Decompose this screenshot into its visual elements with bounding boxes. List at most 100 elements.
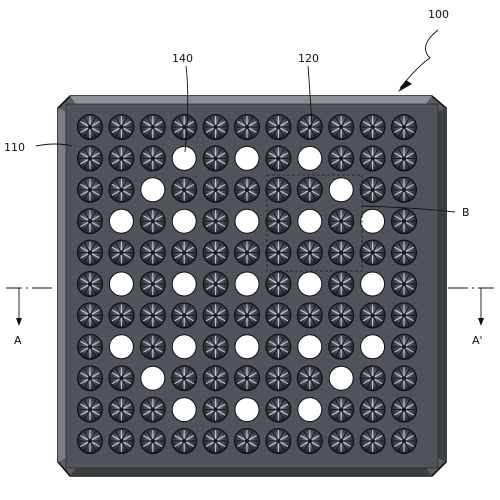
label-b: B <box>462 206 470 219</box>
opening-cell <box>171 208 197 234</box>
contact-pad <box>265 302 292 329</box>
contact-pad <box>139 396 166 423</box>
contact-pad <box>328 208 355 235</box>
contact-pad <box>359 114 386 140</box>
label-a-prime: A' <box>472 334 483 347</box>
opening-cell <box>140 365 166 391</box>
arrow-a-left <box>16 318 22 326</box>
opening-cell <box>234 334 260 360</box>
contact-pad <box>108 302 135 329</box>
contact-pad <box>328 302 355 329</box>
contact-pad <box>139 114 166 140</box>
opening-cell <box>171 397 197 423</box>
contact-pad <box>234 114 260 140</box>
contact-pad <box>391 145 417 172</box>
contact-pad <box>234 302 260 329</box>
contact-pad <box>139 239 166 266</box>
contact-pad <box>328 396 355 423</box>
contact-pad <box>171 114 198 140</box>
opening-cell <box>360 334 386 360</box>
contact-pad <box>108 114 135 140</box>
opening-cell <box>171 145 197 171</box>
opening-cell <box>297 271 323 297</box>
contact-pad <box>108 365 135 392</box>
contact-pad <box>77 396 103 423</box>
contact-pad <box>202 333 229 360</box>
contact-pad <box>391 239 417 266</box>
contact-pad <box>296 302 323 329</box>
contact-pad <box>234 428 260 454</box>
contact-pad <box>265 239 292 266</box>
contact-pad <box>359 365 386 392</box>
contact-pad <box>108 428 135 454</box>
contact-pad <box>77 239 103 266</box>
contact-pad <box>202 145 229 172</box>
contact-pad <box>139 271 166 297</box>
contact-pad <box>328 145 355 172</box>
opening-cell <box>234 271 260 297</box>
contact-pad <box>234 239 260 266</box>
contact-pad <box>234 365 260 392</box>
contact-pad <box>77 114 103 140</box>
contact-pad <box>328 271 355 297</box>
contact-pad <box>202 302 229 329</box>
opening-cell <box>328 177 354 203</box>
contact-pad <box>296 428 323 454</box>
contact-pad <box>296 239 323 266</box>
contact-pad <box>265 396 292 423</box>
contact-pad <box>77 176 103 203</box>
contact-pad <box>77 145 103 172</box>
contact-pad <box>171 365 198 392</box>
contact-pad <box>359 428 386 454</box>
contact-pad <box>391 428 417 454</box>
contact-pad <box>265 333 292 360</box>
contact-pad <box>171 239 198 266</box>
contact-pad <box>171 176 198 203</box>
detail-region-b <box>266 174 363 272</box>
opening-cell <box>360 271 386 297</box>
contact-pad <box>202 114 229 140</box>
arrow-100 <box>398 80 412 92</box>
contact-pad <box>391 333 417 360</box>
contact-pad <box>391 365 417 392</box>
contact-pad <box>139 428 166 454</box>
contact-pad <box>139 333 166 360</box>
contact-pad <box>202 176 229 203</box>
contact-pad <box>391 208 417 235</box>
contact-pad <box>108 396 135 423</box>
opening-cell <box>234 208 260 234</box>
contact-pad <box>265 145 292 172</box>
contact-pad <box>359 145 386 172</box>
contact-pad <box>171 302 198 329</box>
contact-pad <box>77 208 103 235</box>
contact-pad <box>359 239 386 266</box>
contact-pad <box>265 176 292 203</box>
contact-pad <box>108 239 135 266</box>
opening-cell <box>234 397 260 423</box>
opening-cell <box>360 208 386 234</box>
label-110: 110 <box>4 141 25 154</box>
contact-pad <box>202 239 229 266</box>
arrow-a-right <box>478 318 484 326</box>
contact-pad <box>328 428 355 454</box>
contact-pad <box>139 145 166 172</box>
contact-pad <box>391 114 417 140</box>
opening-cell <box>297 334 323 360</box>
contact-pad <box>171 428 198 454</box>
contact-pad <box>391 396 417 423</box>
opening-cell <box>234 145 260 171</box>
contact-pad <box>359 176 386 203</box>
contact-pad <box>234 176 260 203</box>
label-a: A <box>14 334 22 347</box>
contact-pad <box>359 302 386 329</box>
contact-pad <box>265 271 292 297</box>
contact-pad <box>391 176 417 203</box>
label-120: 120 <box>298 52 319 65</box>
opening-cell <box>108 334 134 360</box>
opening-cell <box>328 365 354 391</box>
opening-cell <box>297 208 323 234</box>
contact-pad <box>108 176 135 203</box>
contact-pad <box>77 271 103 297</box>
section-line-a <box>6 287 494 322</box>
